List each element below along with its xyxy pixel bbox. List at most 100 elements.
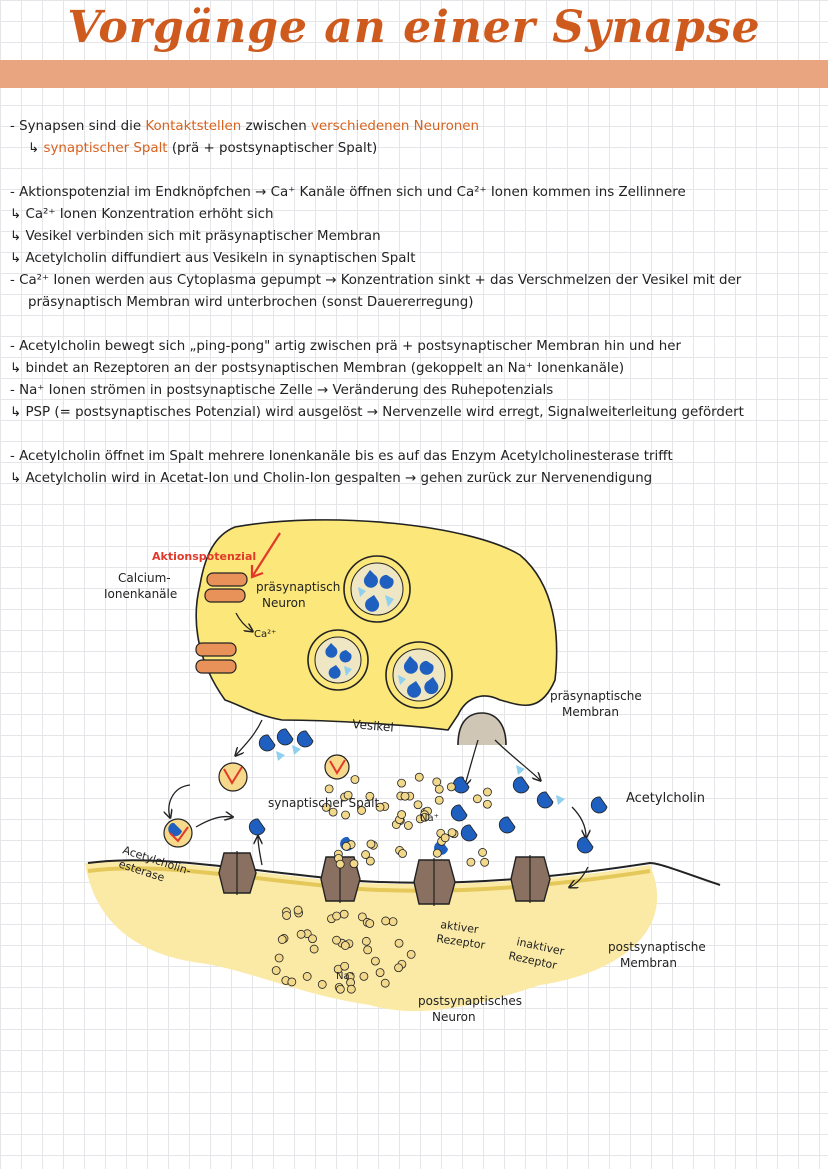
acetylcholin-molecule xyxy=(498,816,516,834)
receptor xyxy=(218,851,257,895)
vesicle xyxy=(385,641,453,709)
ion-particle xyxy=(472,794,482,804)
ion-particle xyxy=(317,980,327,989)
highlight-spalt: synaptischer Spalt xyxy=(43,141,168,156)
ion-particle xyxy=(365,856,375,866)
ion-particle xyxy=(447,828,457,838)
ion-particle xyxy=(332,911,342,921)
label-na-spalt: Na⁺ xyxy=(420,813,439,824)
ion-particle xyxy=(296,929,306,939)
note-line: - Synapsen sind die Kontaktstellen zwisc… xyxy=(10,119,480,134)
ion-particle xyxy=(483,787,492,797)
label-aktionspotenzial: Aktionspotenzial xyxy=(152,550,256,563)
ion-particle xyxy=(282,911,292,920)
acetylcholin-fragment xyxy=(556,795,565,805)
note-line: ↳ Vesikel verbinden sich mit präsynaptis… xyxy=(10,229,381,244)
ion-particle xyxy=(340,961,350,971)
fused-vesicle xyxy=(457,712,507,746)
ion-particle xyxy=(375,802,385,812)
label-postsynaptisches: postsynaptisches xyxy=(418,994,522,1008)
ion-particle xyxy=(432,848,442,858)
notes: - Synapsen sind die Kontaktstellen zwisc… xyxy=(10,116,825,490)
ion-particle xyxy=(361,850,370,859)
synapse-diagram: Aktionspotenzial Calcium- Ionenkanäle pr… xyxy=(85,519,721,1024)
label-na-post: Na⁺ xyxy=(336,971,355,982)
ion-particle xyxy=(287,977,297,987)
acetylcholinesterase-enzyme xyxy=(324,754,350,780)
ion-particle xyxy=(309,944,319,954)
ion-particle xyxy=(332,935,341,945)
ion-particle xyxy=(321,802,331,812)
acetylcholin-molecule xyxy=(576,836,594,854)
acetylcholin-molecules xyxy=(248,728,608,854)
highlight-neuronen: verschiedenen Neuronen xyxy=(310,119,480,134)
ion-particle xyxy=(308,934,317,944)
acetylcholin-molecule xyxy=(452,776,470,794)
acetylcholin-molecule xyxy=(590,796,608,814)
note-line: - Na⁺ Ionen strömen in postsynaptische Z… xyxy=(10,383,554,398)
ion-particle xyxy=(446,782,456,792)
receptor xyxy=(510,855,551,903)
acetylcholin-molecule xyxy=(450,804,468,822)
ion-particle xyxy=(343,790,353,800)
label-ca: Ca²⁺ xyxy=(254,629,276,640)
ion-particle xyxy=(365,791,375,801)
note-line: ↳ PSP (= postsynaptisches Potenzial) wir… xyxy=(10,405,744,420)
acetylcholin-molecule xyxy=(258,734,276,752)
ion-particle xyxy=(339,909,349,919)
ion-particle xyxy=(434,784,444,794)
ion-particle xyxy=(359,971,369,981)
vesicle xyxy=(343,555,411,623)
ion-particle xyxy=(363,945,373,955)
ion-particle xyxy=(440,833,450,843)
ion-particle xyxy=(480,857,490,867)
label-praesynaptisch: präsynaptisch xyxy=(256,580,340,594)
ion-particle xyxy=(420,812,430,822)
label-praesynaptische-membran: präsynaptische xyxy=(550,689,642,703)
label-calcium: Calcium- xyxy=(118,571,171,585)
ion-particle xyxy=(400,791,410,801)
ion-particle xyxy=(381,916,391,926)
acetylcholin-fragment xyxy=(516,765,525,775)
ion-particle xyxy=(341,841,351,851)
ion-particle xyxy=(341,810,350,820)
ion-particle xyxy=(328,807,338,817)
label-synaptischer-spalt: synaptischer Spalt xyxy=(268,796,379,810)
ion-particle xyxy=(434,795,444,805)
ion-particle xyxy=(335,859,345,869)
acetylcholin-molecule xyxy=(536,791,554,809)
ion-particle xyxy=(335,984,345,994)
note-line: ↳ Ca²⁺ Ionen Konzentration erhöht sich xyxy=(10,207,274,222)
ion-particle xyxy=(302,972,312,981)
acetylcholin-molecule xyxy=(276,728,294,746)
highlight-kontaktstellen: Kontaktstellen xyxy=(145,119,242,134)
acetylcholinesterase-enzyme xyxy=(163,818,193,848)
ion-particle xyxy=(340,941,350,950)
ion-particle xyxy=(366,839,376,849)
ion-particle xyxy=(346,984,356,994)
ion-particle xyxy=(403,821,413,830)
ion-particle xyxy=(324,784,334,794)
label-membran: Membran xyxy=(562,705,619,719)
acetylcholin-fragment xyxy=(292,745,301,755)
ion-particle xyxy=(397,778,406,788)
ion-particle xyxy=(406,949,416,959)
note-line: - Aktionspotenzial im Endknöpfchen → Ca⁺… xyxy=(10,185,686,200)
ion-particle xyxy=(357,806,366,815)
label-vesikel: Vesikel xyxy=(352,717,395,735)
acetylcholin-molecule xyxy=(296,730,314,748)
note-line: ↳ Acetylcholin diffundiert aus Vesikeln … xyxy=(10,251,416,266)
ion-particle xyxy=(394,938,404,948)
presynaptic-neuron-shape xyxy=(195,519,558,731)
label-neuron: Neuron xyxy=(262,596,306,610)
calcium-ion-channel xyxy=(204,572,248,603)
ion-particle xyxy=(375,968,385,977)
ion-particle xyxy=(394,963,403,973)
ion-particles xyxy=(271,772,492,994)
ion-particle xyxy=(388,917,398,927)
label-post-neuron: Neuron xyxy=(432,1010,476,1024)
acetylcholin-molecule xyxy=(460,824,478,842)
acetylcholin-molecule xyxy=(248,818,266,836)
ion-particle xyxy=(414,772,424,782)
note-line: ↳ bindet an Rezeptoren an der postsynapt… xyxy=(10,361,625,376)
